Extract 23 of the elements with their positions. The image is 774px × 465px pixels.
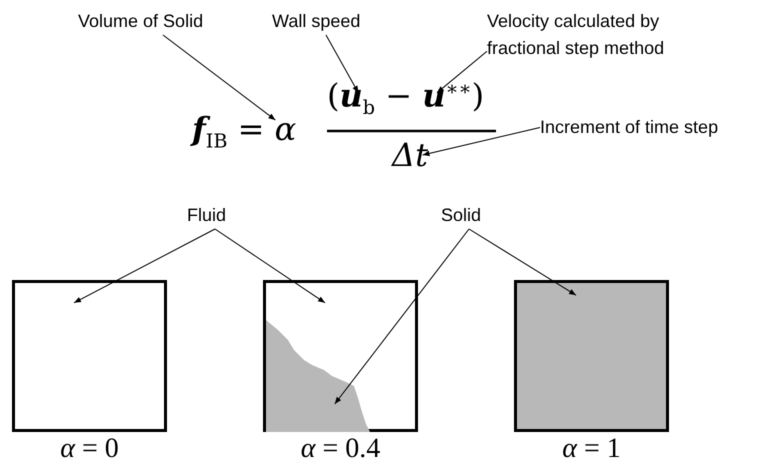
leader-line <box>214 228 326 304</box>
alpha-caption: α = 0 <box>59 434 120 464</box>
leader-line <box>326 34 359 94</box>
annotation-text: Volume of Solid <box>78 8 248 35</box>
leader-line <box>436 50 488 94</box>
empty-square <box>263 280 418 432</box>
alpha-caption: α = 1 <box>561 434 622 464</box>
annotation-text: Fluid <box>187 202 243 229</box>
leader-line <box>334 228 470 404</box>
annotation-text: Increment of time step <box>540 114 772 141</box>
leader-line <box>468 228 576 296</box>
annotation-text: Solid <box>441 202 497 229</box>
leader-line <box>162 34 276 121</box>
annotation-text: Velocity calculated by fractional step method <box>487 8 737 62</box>
leader-line <box>74 228 216 304</box>
filled-square <box>514 280 669 432</box>
leader-line <box>422 127 540 156</box>
annotation-text: Wall speed <box>272 8 392 35</box>
formula-lhs: f$_{IB}$ = α <box>192 110 296 160</box>
alpha-caption: α = 0.4 <box>300 434 382 464</box>
formula-numerator: (u$_{b}$ − u$^{∗∗}$) <box>327 70 484 128</box>
formula-denominator: Δt <box>392 136 428 174</box>
empty-square <box>12 280 167 432</box>
